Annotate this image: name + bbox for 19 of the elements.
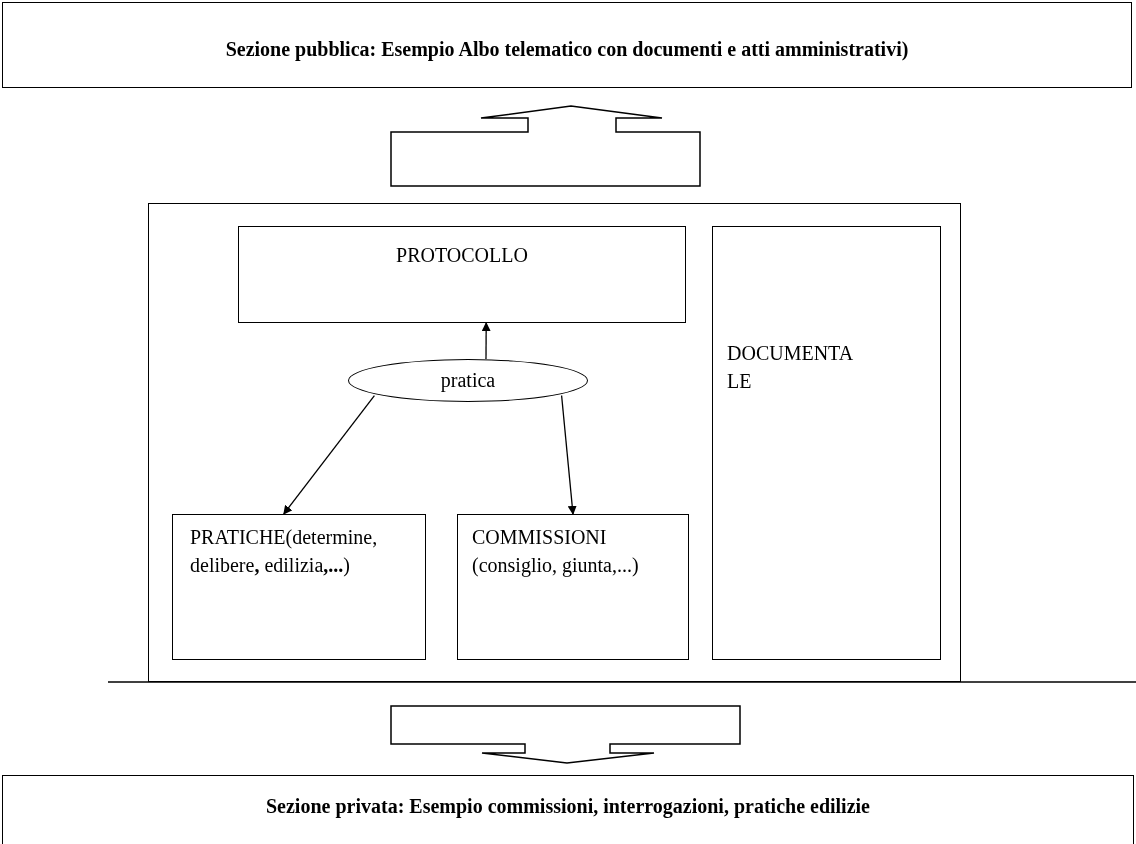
- arrow: [560, 394, 577, 515]
- ellipse-label: pratica: [439, 368, 497, 394]
- section-title: Sezione privata: Esempio commissioni, interrogazioni, pratiche edilizie: [265, 794, 871, 820]
- arrow: [283, 394, 376, 515]
- box-label: PROTOCOLLO: [395, 243, 529, 268]
- process-box: [238, 226, 686, 323]
- block-arrow: [390, 105, 701, 187]
- section-box: [2, 2, 1132, 88]
- process-box: [457, 514, 689, 660]
- process-box: [172, 514, 426, 660]
- block-arrow: [390, 705, 741, 764]
- box-label: DOCUMENTALE: [727, 341, 855, 394]
- section-title: Sezione pubblica: Esempio Albo telematico con documenti e atti amministrativi): [224, 37, 910, 63]
- section-box: [2, 775, 1134, 844]
- box-label: COMMISSIONI (consiglio, giunta,...): [472, 525, 640, 579]
- box-label: PRATICHE(determine, delibere, edilizia,...): [190, 525, 379, 579]
- module-container: [148, 203, 961, 682]
- process-box: [712, 226, 941, 660]
- arrow: [481, 322, 491, 360]
